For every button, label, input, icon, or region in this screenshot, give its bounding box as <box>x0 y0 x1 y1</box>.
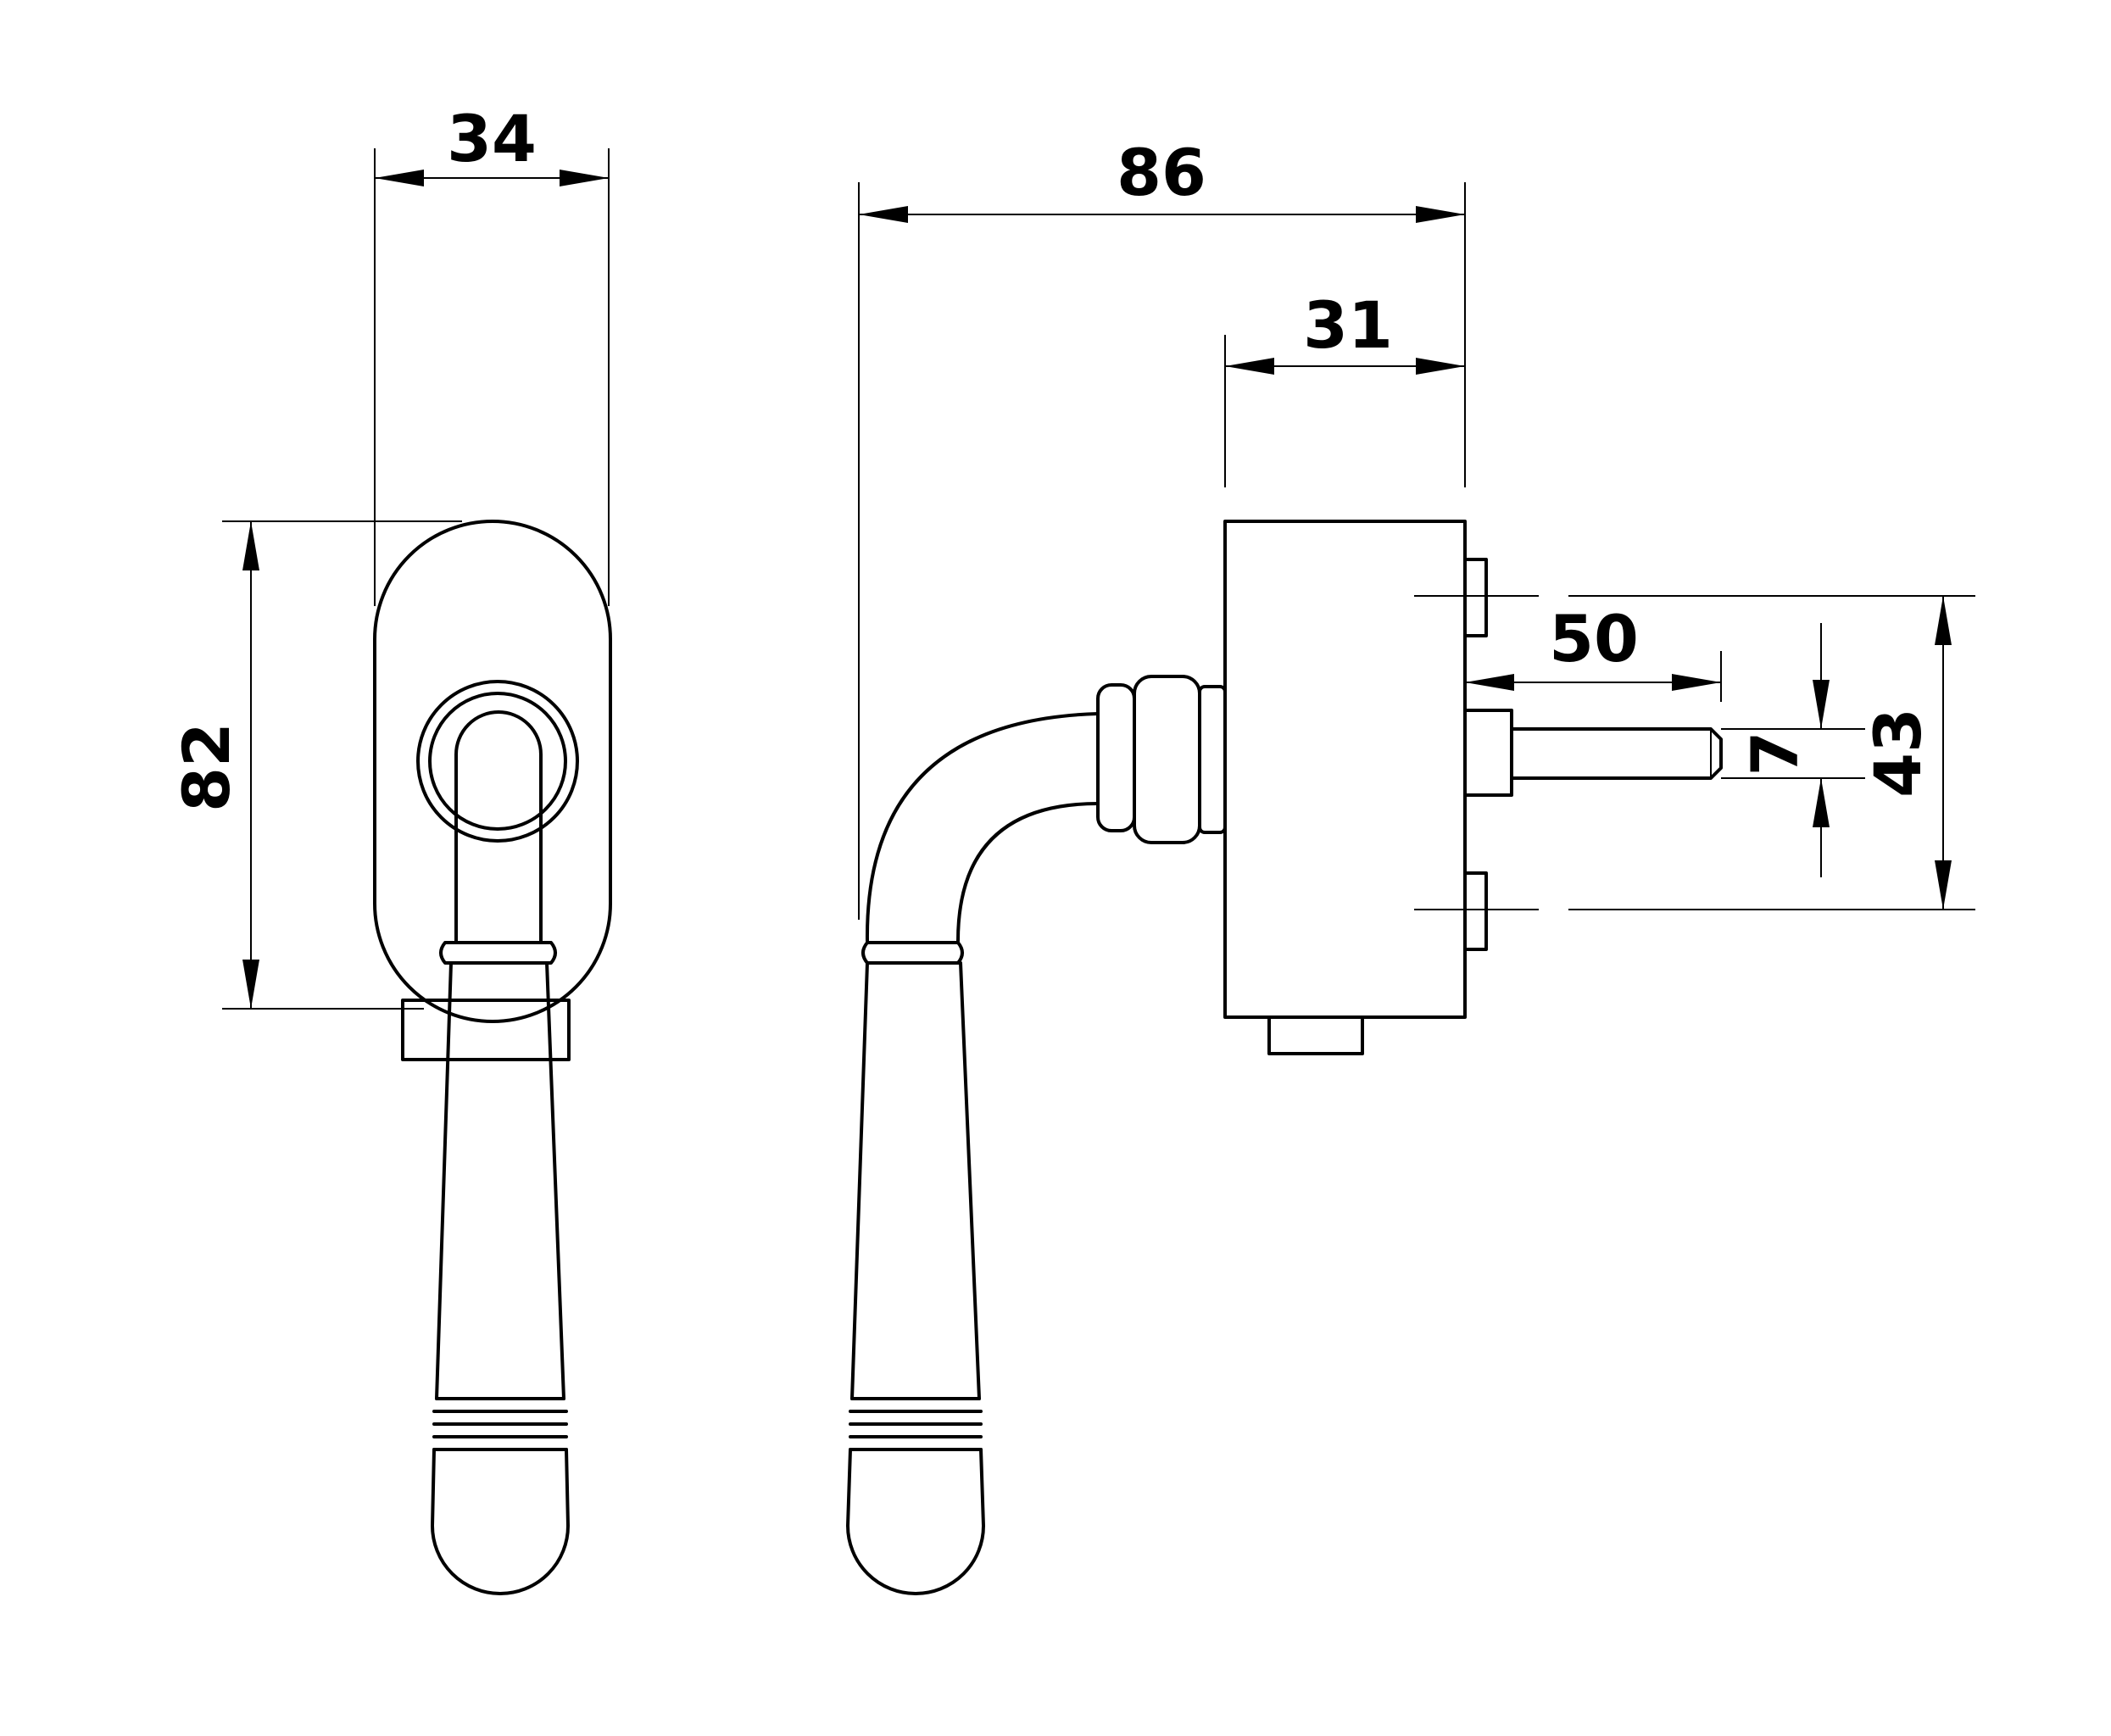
side-view <box>846 520 1723 1595</box>
base-depth-dimension: 31 <box>1224 287 1465 487</box>
side-collar-a <box>1198 685 1227 834</box>
side-grip-rings <box>849 1397 983 1451</box>
front-plate-tab <box>401 999 571 1061</box>
side-screw-bottom <box>1463 871 1488 951</box>
front-handle-neck <box>454 710 543 943</box>
front-collar-ring <box>439 941 557 965</box>
front-grip-rings <box>432 1397 568 1451</box>
side-spindle-boss <box>1463 709 1513 797</box>
front-lever-tip <box>431 1448 570 1595</box>
base-depth-label: 31 <box>1303 287 1393 363</box>
side-screw-top <box>1463 558 1488 637</box>
front-view <box>373 520 612 1595</box>
spindle-size-label: 7 <box>1737 732 1813 776</box>
screw-spacing-label: 43 <box>1860 708 1936 798</box>
front-rosette-inner <box>428 692 567 831</box>
side-spindle <box>1510 727 1723 780</box>
spindle-length-label: 50 <box>1549 601 1639 676</box>
front-lever-body <box>435 961 565 1400</box>
overall-depth-dimension: 86 <box>858 135 1466 920</box>
side-base-foot <box>1267 1015 1364 1055</box>
front-height-label: 82 <box>169 722 244 812</box>
front-height-dimension: 82 <box>169 520 462 1010</box>
screw-spacing-dimension: 43 <box>1414 595 1975 910</box>
front-rose-plate <box>373 520 612 1023</box>
side-collar-ring <box>861 941 964 965</box>
front-width-label: 34 <box>447 101 537 176</box>
side-lever-tip <box>846 1448 985 1595</box>
side-lever-body <box>850 961 981 1400</box>
side-collar-b <box>1133 675 1201 844</box>
side-handle-neck <box>865 712 1100 943</box>
front-width-dimension: 34 <box>374 101 610 606</box>
spindle-size-dimension: 7 <box>1721 623 1865 877</box>
side-handle-neck-inner <box>956 802 1100 943</box>
side-collar-c <box>1096 683 1136 832</box>
overall-depth-label: 86 <box>1117 135 1206 210</box>
spindle-length-dimension: 50 <box>1465 601 1722 702</box>
front-rosette-outer <box>416 680 579 843</box>
